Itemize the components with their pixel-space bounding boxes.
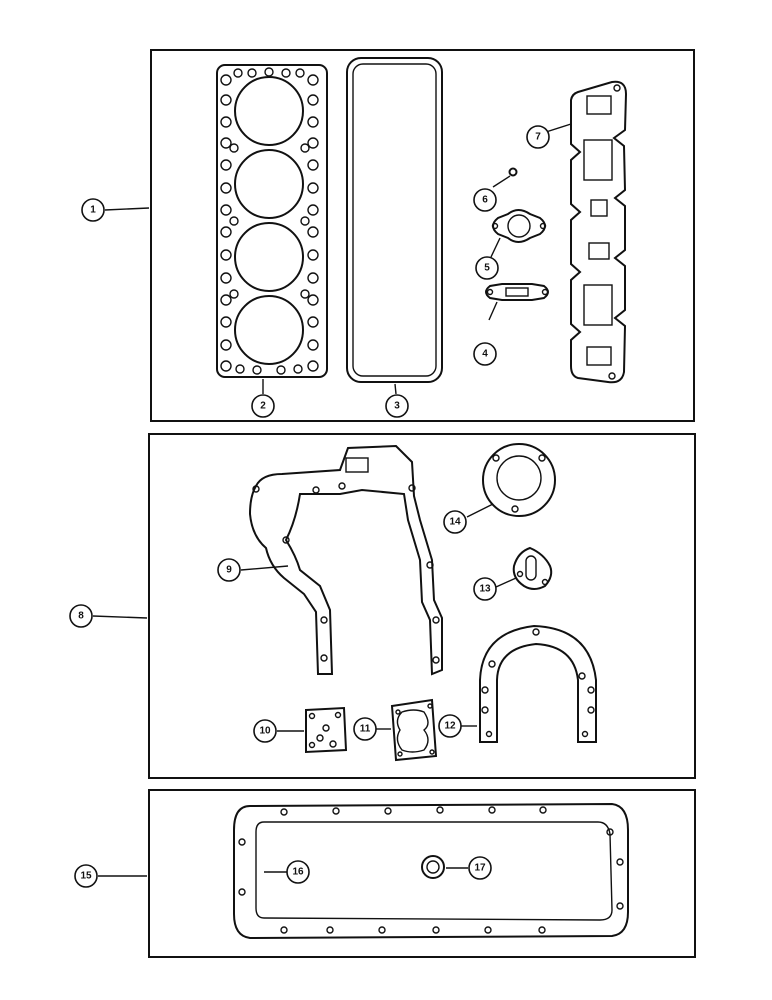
- callout-16: 16: [286, 860, 310, 884]
- callout-3-label: 3: [394, 401, 400, 412]
- callout-1-label: 1: [90, 205, 96, 216]
- panel-2-frame: [148, 433, 696, 779]
- callout-8-label: 8: [78, 611, 84, 622]
- callout-5: 5: [475, 256, 499, 280]
- panel-oil-pan-gasket: [148, 789, 696, 958]
- cylinder-bore-4: [234, 295, 304, 365]
- callout-6-label: 6: [482, 195, 488, 206]
- callout-1: 1: [81, 198, 105, 222]
- elbow-gasket: [491, 209, 547, 243]
- callout-7-label: 7: [535, 132, 541, 143]
- callout-10-label: 10: [259, 726, 271, 737]
- callout-6: 6: [473, 188, 497, 212]
- callout-7: 7: [526, 125, 550, 149]
- callout-14: 14: [443, 510, 467, 534]
- panel-upper-gasket-set: [150, 49, 695, 422]
- callout-4: 4: [473, 342, 497, 366]
- cover-gasket: [390, 698, 438, 762]
- callout-11: 11: [353, 717, 377, 741]
- valve-cover-gasket: [346, 57, 443, 383]
- callout-5-label: 5: [484, 263, 490, 274]
- callout-9-label: 9: [226, 565, 232, 576]
- callout-15-label: 15: [80, 871, 92, 882]
- callout-17-label: 17: [474, 863, 486, 874]
- leader-lines: [92, 123, 572, 877]
- cylinder-bore-2: [234, 149, 304, 219]
- drain-plug-washer: [421, 855, 445, 879]
- fuel-pump-gasket: [512, 546, 553, 590]
- head-gasket: [216, 64, 328, 378]
- panel-1-frame: [150, 49, 695, 422]
- rear-seal-gasket: [479, 624, 597, 743]
- flange-gasket: [485, 283, 549, 301]
- small-seal-ring: [508, 167, 518, 177]
- callout-2-label: 2: [260, 401, 266, 412]
- seal-ring-gasket: [482, 443, 556, 517]
- callout-12-label: 12: [444, 721, 456, 732]
- timing-cover-gasket: [248, 444, 443, 676]
- callout-3: 3: [385, 394, 409, 418]
- callout-8: 8: [69, 604, 93, 628]
- callout-13-label: 13: [479, 584, 491, 595]
- cylinder-bore-3: [234, 222, 304, 292]
- callout-11-label: 11: [360, 724, 371, 735]
- callout-10: 10: [253, 719, 277, 743]
- cylinder-bore-1: [234, 76, 304, 146]
- callout-16-label: 16: [292, 867, 304, 878]
- panel-3-frame: [148, 789, 696, 958]
- callout-12: 12: [438, 714, 462, 738]
- plate-gasket: [305, 706, 348, 754]
- callout-15: 15: [74, 864, 98, 888]
- panel-lower-gasket-set: [148, 433, 696, 779]
- manifold-gasket: [570, 80, 628, 384]
- callout-4-label: 4: [482, 349, 488, 360]
- callout-17: 17: [468, 856, 492, 880]
- callout-13: 13: [473, 577, 497, 601]
- oil-pan-gasket: [233, 802, 629, 940]
- callout-14-label: 14: [449, 517, 461, 528]
- callout-9: 9: [217, 558, 241, 582]
- callout-2: 2: [251, 394, 275, 418]
